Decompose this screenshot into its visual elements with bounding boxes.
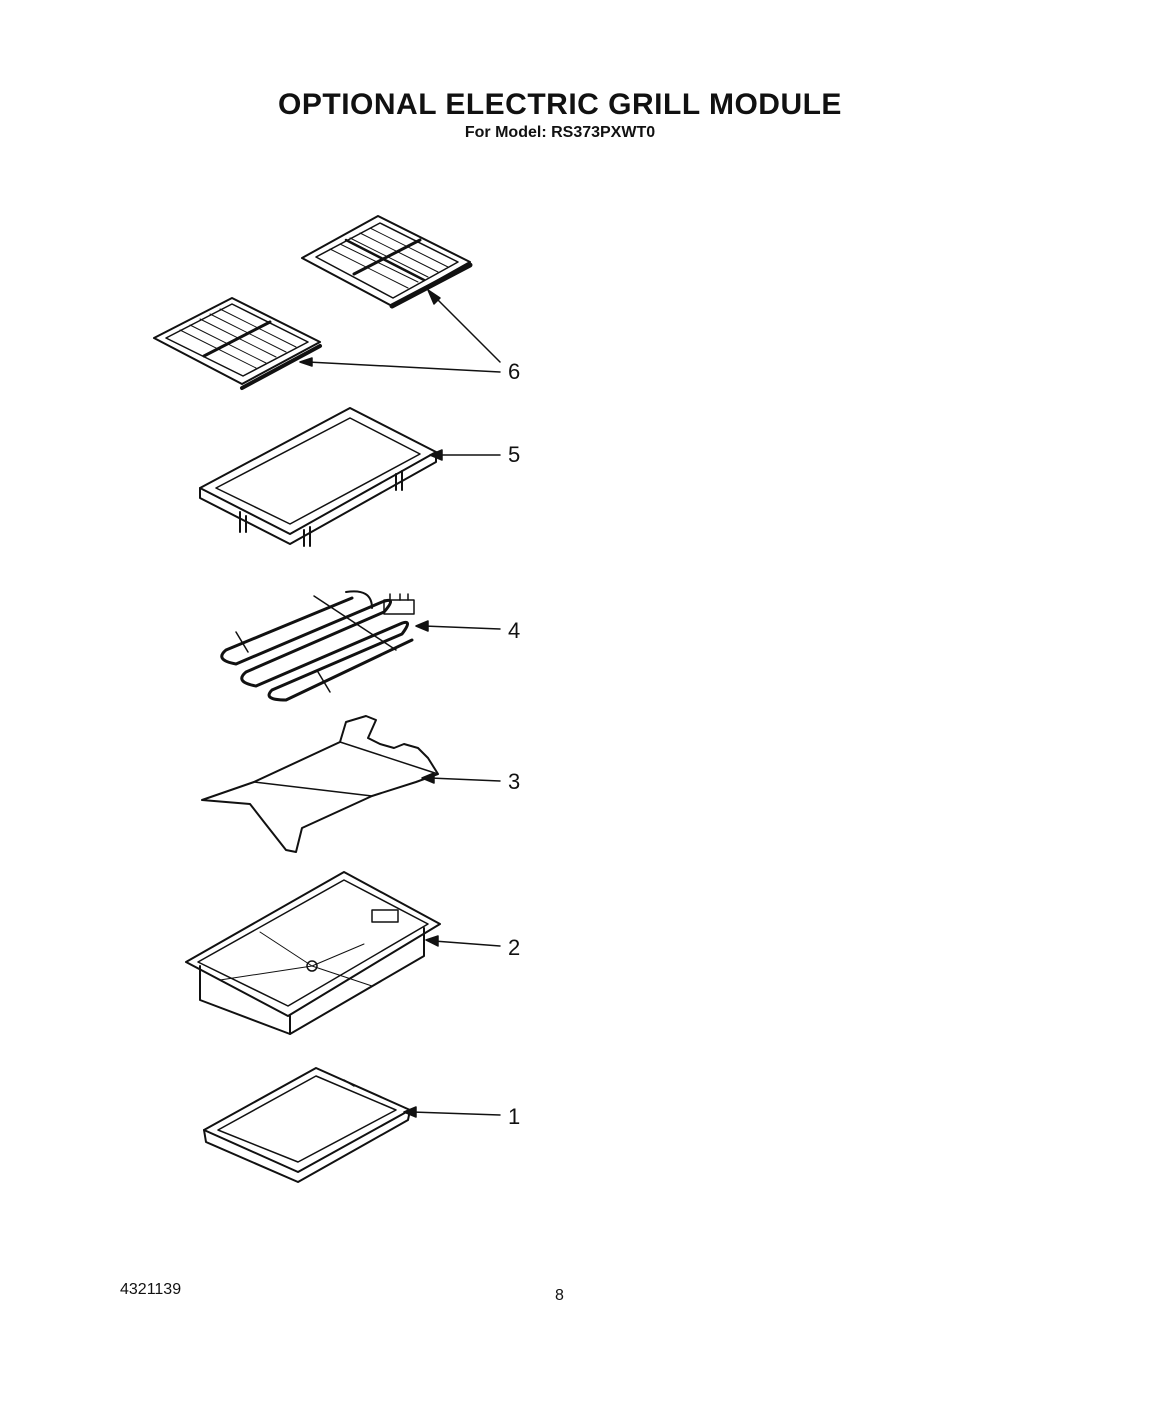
document-number: 4321139 <box>120 1281 182 1298</box>
grill-grate-upper <box>301 215 473 309</box>
grill-housing <box>185 871 441 1035</box>
callout-2: 2 <box>508 935 520 960</box>
callout-4: 4 <box>508 618 520 643</box>
grill-frame <box>199 407 437 547</box>
grill-grate-lower <box>153 297 322 390</box>
model-subtitle: For Model: RS373PXWT0 <box>464 124 656 141</box>
page-number: 8 <box>555 1287 564 1304</box>
heating-element <box>220 590 415 702</box>
reflector-shield <box>201 715 439 853</box>
page-title: OPTIONAL ELECTRIC GRILL MODULE <box>278 88 842 121</box>
callout-3: 3 <box>508 769 520 794</box>
callout-6: 6 <box>508 359 520 384</box>
drip-tray <box>203 1067 411 1183</box>
callout-1: 1 <box>508 1104 520 1129</box>
callout-5: 5 <box>508 442 520 467</box>
leader-lines <box>299 289 501 1118</box>
